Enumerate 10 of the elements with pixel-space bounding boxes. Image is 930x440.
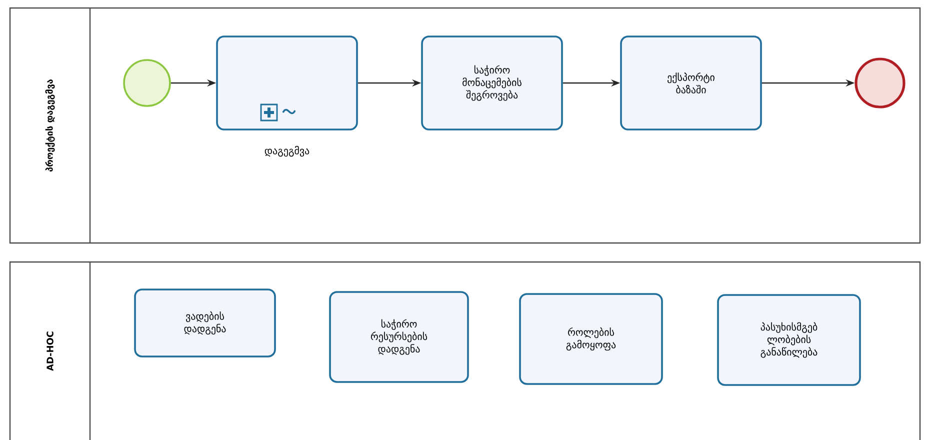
task-box: ექსპორტი ბაზაში xyxy=(620,36,762,130)
end-event-circle xyxy=(854,58,906,108)
task-box: ვადების დადგენა xyxy=(134,288,276,358)
node-label: დაგეგმვა xyxy=(264,146,310,157)
subprocess-box: დაგეგმვა xyxy=(216,36,358,157)
task-box: საჭირო რესურსების დადგენა xyxy=(329,291,469,383)
task-box: საჭირო მონაცემების შეგროვება xyxy=(421,36,563,130)
task-box: პასუხისმგებ ლობების განაწილება xyxy=(717,294,861,386)
task-box: როლების გამოყოფა xyxy=(519,293,663,385)
start-event-circle xyxy=(123,59,171,107)
